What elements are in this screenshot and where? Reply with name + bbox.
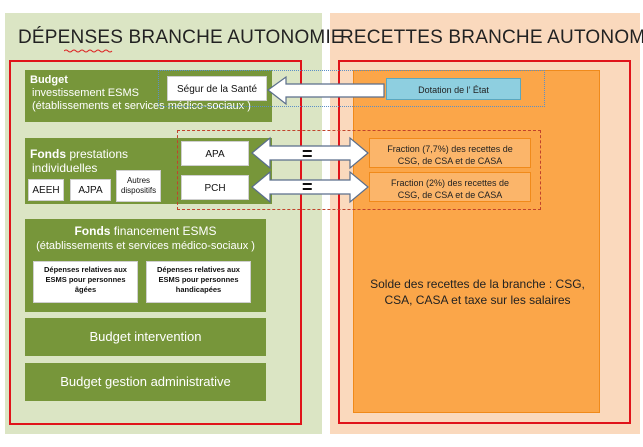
fraction2-line-1: Fraction (2%) des recettes de: [390, 178, 510, 188]
fp-bold: Fonds: [30, 147, 66, 161]
ff-line-2: (établissements et services médico-socia…: [36, 240, 255, 252]
ph-line-1: Dépenses relatives aux: [157, 265, 240, 274]
depenses-personnes-agees-box: Dépenses relatives aux ESMS pour personn…: [33, 261, 138, 303]
pa-line-2: ESMS pour personnes: [45, 275, 126, 284]
depenses-title: DÉPENSES BRANCHE AUTONOMIE: [18, 27, 344, 48]
aeeh-box: AEEH: [28, 179, 64, 201]
apa-equals-sign: =: [302, 144, 313, 164]
depenses-frame: [9, 60, 302, 425]
budget-line-3: (établissements et services médico-socia…: [32, 100, 251, 112]
fonds-financement-title: Fonds financement ESMS (établissements e…: [25, 224, 266, 254]
recettes-frame: [338, 60, 631, 424]
spellcheck-underline: [64, 49, 113, 53]
segur-dotted-outline: [158, 70, 545, 107]
autres-line-1: Autres: [126, 176, 151, 185]
apa-double-arrow: [251, 136, 369, 170]
ff-bold: Fonds: [74, 224, 111, 238]
solde-line-2: CSA, CASA et taxe sur les salaires: [384, 293, 571, 307]
budget-gestion-box: Budget gestion administrative: [25, 363, 266, 401]
solde-box: [353, 70, 600, 413]
fp-line-2: individuelles: [32, 161, 98, 175]
dotation-etat-box: Dotation de l’ État: [386, 78, 521, 100]
budget-intervention-box: Budget intervention: [25, 318, 266, 356]
ff-rest: financement ESMS: [110, 224, 217, 238]
segur-box: Ségur de la Santé: [167, 76, 267, 101]
recettes-title: RECETTES BRANCHE AUTONOMIE: [340, 27, 643, 48]
autres-line-2: dispositifs: [120, 186, 157, 195]
ph-line-2: ESMS pour personnes: [158, 275, 239, 284]
fonds-prestations-title: Fonds prestations individuelles: [30, 147, 128, 175]
ph-line-3: handicapées: [175, 285, 222, 294]
fraction2-line-2: CSG, de CSA et de CASA: [397, 190, 503, 200]
ajpa-box: AJPA: [70, 179, 111, 201]
depenses-personnes-handicapees-box: Dépenses relatives aux ESMS pour personn…: [146, 261, 251, 303]
pch-double-arrow: [251, 170, 369, 204]
pa-line-3: âgées: [74, 285, 97, 294]
budget-line-2: investissement ESMS: [32, 87, 139, 99]
pch-equals-sign: =: [302, 177, 313, 197]
pch-box: PCH: [181, 175, 249, 200]
apa-box: APA: [181, 141, 249, 166]
fraction1-line-1: Fraction (7,7%) des recettes de: [387, 144, 513, 154]
fraction-77-box: Fraction (7,7%) des recettes de CSG, de …: [369, 138, 531, 168]
solde-line-1: Solde des recettes de la branche : CSG,: [370, 277, 585, 291]
autres-dispositifs-box: Autres dispositifs: [116, 170, 161, 202]
apa-pch-dashed-outline: [177, 130, 541, 210]
pa-line-1: Dépenses relatives aux: [44, 265, 127, 274]
fraction1-line-2: CSG, de CSA et de CASA: [397, 156, 503, 166]
segur-arrow: [266, 75, 385, 106]
fp-rest: prestations: [66, 147, 129, 161]
budget-bold: Budget: [30, 74, 68, 86]
solde-text: Solde des recettes de la branche : CSG, …: [360, 276, 595, 308]
fraction-2-box: Fraction (2%) des recettes de CSG, de CS…: [369, 172, 531, 202]
